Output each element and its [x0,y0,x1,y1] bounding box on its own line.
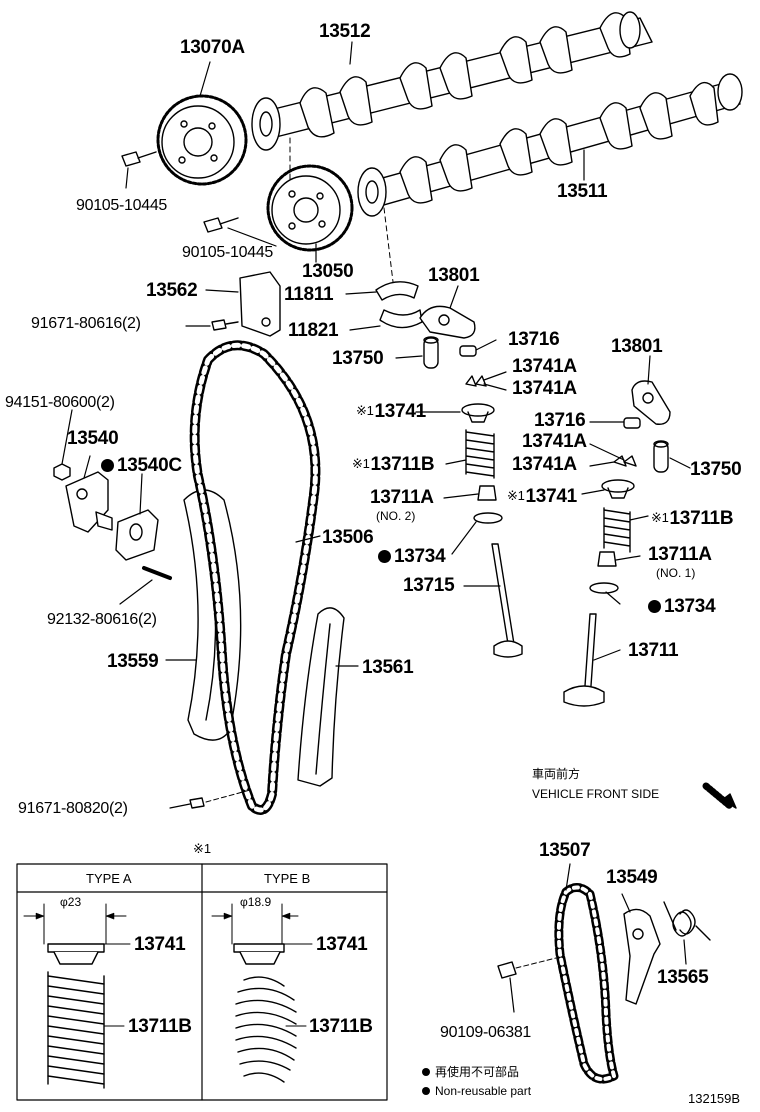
note-mark: ※1 [356,403,374,418]
label-13511: 13511 [557,181,608,202]
box-label-13711B-b: 13711B [309,1016,373,1037]
label-92132: 92132-80616(2) [47,611,157,628]
label-13711A-b: 13711A [648,544,712,565]
label-13741A-4: 13741A [512,454,577,475]
spring-13565 [663,901,711,941]
bearing-11821 [379,309,423,329]
bracket-13562 [239,271,281,337]
label-91671-a: 91671-80616(2) [31,315,141,332]
rocker-arm-13801-b [631,380,671,425]
front-side-jp: 車両前方 [532,767,581,781]
damper-13549 [623,908,661,1005]
label-13506: 13506 [322,527,374,548]
camshaft-13511 [357,73,743,217]
retainer-13741-a [461,403,495,423]
type-a-dimension: φ23 [60,895,82,909]
label-13741-a: ※113741 [356,401,426,422]
label-90109: 90109-06381 [440,1024,532,1041]
front-direction-arrow [702,782,737,810]
label-13801-b: 13801 [611,336,663,357]
timing-chain-13506 [189,340,321,815]
label-13716-b: 13716 [534,410,586,431]
label-13540: 13540 [67,428,119,449]
non-reusable-dot [101,459,114,472]
timing-chain-13507 [554,883,619,1084]
type-a-title: TYPE A [86,871,132,886]
label-13741A-2: 13741A [512,378,577,399]
label-94151: 94151-80600(2) [5,394,115,411]
type-b-dimension: φ18.9 [240,895,272,909]
label-13715: 13715 [403,575,455,596]
box-label-13741-a: 13741 [134,934,186,955]
label-13711: 13711 [628,640,679,661]
label-13750-b: 13750 [690,459,742,480]
valve-13711 [563,613,605,707]
label-13734-a: 13734 [378,547,446,566]
legend-en: Non-reusable part [422,1085,531,1097]
lash-adjuster-13750-a [423,336,439,369]
label-13711A-a-note: (NO. 2) [376,509,416,523]
vvt-gear-13070A [156,94,248,186]
label-13507: 13507 [539,840,591,861]
vvt-gear-13050 [266,164,354,252]
label-91671-b: 91671-80820(2) [18,800,128,817]
type-b-title: TYPE B [264,871,311,886]
front-side-en: VEHICLE FRONT SIDE [532,787,660,801]
label-13741A-3: 13741A [522,431,587,452]
label-11821: 11821 [288,320,339,341]
label-11811: 11811 [284,284,334,305]
box-label-13741-b: 13741 [316,934,368,955]
label-13711A-b-note: (NO. 1) [656,566,696,580]
label-90105-b: 90105-10445 [182,244,274,261]
valve-13715 [491,543,523,658]
figure-code: 132159B [688,1091,741,1106]
label-13070A: 13070A [180,37,245,58]
label-13801-a: 13801 [428,265,480,286]
label-13559: 13559 [107,651,159,672]
bolt-90105-b [203,217,239,233]
bearing-11811 [375,281,419,301]
label-13561: 13561 [362,657,414,678]
box-label-13711B-a: 13711B [128,1016,192,1037]
label-13734-b: 13734 [648,597,716,616]
label-13711A-a: 13711A [370,487,434,508]
spring-type-table [16,863,388,1101]
label-13750-a: 13750 [332,348,384,369]
label-13565: 13565 [657,967,709,988]
label-13711B-a: ※113711B [352,454,435,475]
label-13540C: 13540C [101,456,182,475]
bolt-90105-a [121,151,157,167]
label-13741-b: ※113741 [507,486,577,507]
retainer-13741-b [601,479,635,499]
label-13562: 13562 [146,280,198,301]
lash-adjuster-13750-b [653,440,669,473]
label-13711B-b: ※113711B [651,508,734,529]
label-90105-a: 90105-10445 [76,197,168,214]
label-13741A-1: 13741A [512,356,577,377]
type-table-ref-mark: ※1 [193,841,212,856]
legend-jp: 再使用不可部品 [422,1066,519,1078]
chain-guide-13561 [297,607,345,787]
label-13716-a: 13716 [508,329,560,350]
label-13050: 13050 [302,261,354,282]
rocker-arm-13801-a [419,305,476,339]
camshaft-13512 [251,11,653,151]
tensioner-13540 [65,471,113,533]
label-13549: 13549 [606,867,658,888]
label-13512: 13512 [319,21,371,42]
